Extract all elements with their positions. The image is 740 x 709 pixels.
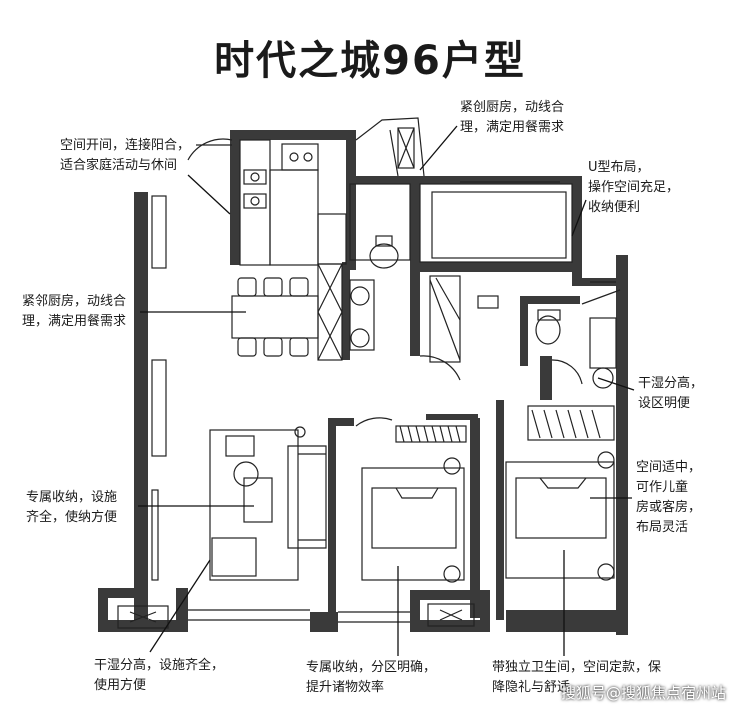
annotation-6-line-3: 房或客房， (636, 500, 702, 515)
annotation-6-line-2: 可作儿童 (636, 480, 689, 495)
annotation-3-line-3: 收纳便利 (588, 200, 641, 215)
annotation-9: 专属收纳，分区明确， 提升诸物效率 (306, 658, 436, 698)
annotation-2-line-2: 理，满定用餐需求 (460, 120, 565, 135)
annotation-1-line-2: 适合家庭活动与休间 (60, 158, 178, 173)
annotation-6-line-4: 布局灵活 (636, 520, 689, 535)
annotation-7-line-1: 专属收纳，设施 (26, 490, 118, 505)
annotation-10-line-2: 降隐礼与舒适 (492, 680, 571, 695)
annotation-7-line-2: 齐全，使纳方便 (26, 510, 118, 525)
annotation-3-line-1: U型布局， (588, 160, 650, 175)
fixtures (117, 117, 621, 629)
annotation-9-line-2: 提升诸物效率 (306, 680, 385, 695)
annotation-4: 紧邻厨房，动线合 理，满定用餐需求 (22, 292, 126, 332)
walls (98, 130, 628, 635)
annotation-2: 紧创厨房，动线合 理，满定用餐需求 (460, 98, 564, 138)
annotation-3: U型布局， 操作空间充足， 收纳便利 (588, 158, 679, 218)
annotation-5-line-2: 设区明便 (638, 396, 691, 411)
annotation-1: 空间开间，连接阳合， 适合家庭活动与休间 (60, 136, 190, 176)
annotation-8-line-1: 干湿分高，设施齐全， (94, 658, 225, 673)
annotation-5-line-1: 干湿分高， (638, 376, 704, 391)
annotation-9-line-1: 专属收纳，分区明确， (306, 660, 437, 675)
annotation-4-line-2: 理，满定用餐需求 (22, 314, 127, 329)
annotation-6: 空间适中， 可作儿童 房或客房， 布局灵活 (636, 458, 701, 538)
annotation-3-line-2: 操作空间充足， (588, 180, 680, 195)
annotation-8: 干湿分高，设施齐全， 使用方便 (94, 656, 224, 696)
annotation-4-line-1: 紧邻厨房，动线合 (22, 294, 127, 309)
annotation-10: 带独立卫生间，空间定款，保 降隐礼与舒适 (492, 658, 661, 698)
watermark: 搜狐号@搜狐焦点宿州站 (560, 684, 726, 702)
page-title: 时代之城96户型 (214, 38, 526, 84)
annotation-7: 专属收纳，设施 齐全，使纳方便 (26, 488, 117, 528)
annotation-10-line-1: 带独立卫生间，空间定款，保 (492, 660, 662, 675)
annotation-5: 干湿分高， 设区明便 (638, 374, 703, 414)
annotation-6-line-1: 空间适中， (636, 460, 702, 475)
leader-lines (138, 125, 635, 656)
annotation-8-line-2: 使用方便 (94, 678, 147, 693)
annotation-2-line-1: 紧创厨房，动线合 (460, 100, 565, 115)
annotation-1-line-1: 空间开间，连接阳合， (60, 138, 191, 153)
